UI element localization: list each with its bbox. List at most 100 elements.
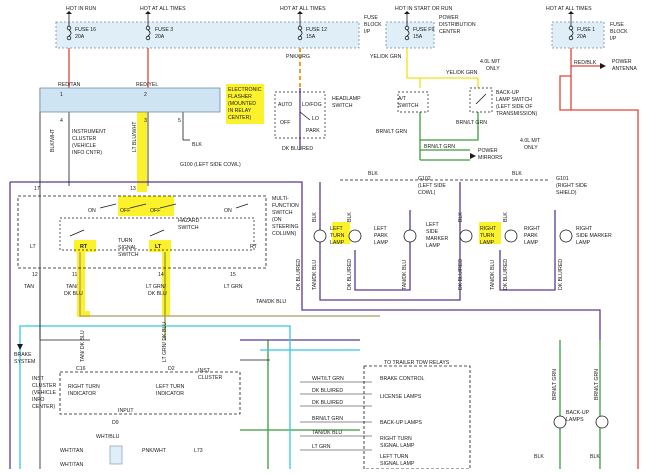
backup-lamp-left-bulb [553,415,567,429]
left-turn-lamp-bulb [313,229,327,243]
ml-only-1-b: ONLY [486,66,500,72]
wire-label-yel-dk-grn-1: YEL/DK GRN [370,54,402,60]
fuse-header-f1: HOT AT ALL TIMES [546,6,592,12]
c16-label: C16 [76,366,86,372]
pin-label-17: 17 [34,186,40,192]
pdc-label-2: DISTRIBUTION [439,22,476,28]
power-antenna-label-1: POWER [612,59,632,65]
trailer-backup-lamps: BACK-UP LAMPS [380,420,423,426]
inst-cluster-left-5: CENTER) [32,404,55,410]
power-antenna-arrow [600,63,606,69]
lamp-blk-2: BLK [347,212,353,222]
headlamp-switch: AUTO LO/FOG OFF LO PARK HEADLAMP SWITCH … [274,91,361,152]
wire-label-lt-grn-dk-blu-b: DK BLU [148,291,167,297]
left-turn-ind-1: LEFT TURN [156,384,185,390]
pin-label-14: 14 [158,272,164,278]
wire-lt-grn-2: LT GRN [312,444,331,450]
mf-label-5: STEERING [272,224,299,230]
pin-label-1: 1 [60,92,63,98]
fuse-label-f12-b: 15A [306,34,316,40]
fuse-header-f12: HOT AT ALL TIMES [280,6,326,12]
fuse-block-right-label-2: BLOCK [610,29,628,35]
right-park-label-3: LAMP [524,240,539,246]
headlamp-auto: AUTO [278,102,292,108]
tan-dk-blu-vert: TAN/ DK BLU [80,330,86,362]
hazard-label-1: HAZARD [178,218,200,224]
wire-tan-dk-blu-v3: TAN/DK BLU [402,260,408,290]
instrument-cluster-label-4: INFO CNTR) [72,150,102,156]
trailer-left-turn-1: LEFT TURN [380,454,409,460]
headlamp-off: OFF [280,120,290,126]
mf-label-2: FUNCTION [272,203,299,209]
pin-label-12: 12 [32,272,38,278]
g102-label-1: G102 [418,176,431,182]
wire-tan-dk-blu-v4: TAN/DK BLU [490,260,496,290]
d2-label: D2 [168,366,175,372]
fuse-label-ff9-a: FUSE F9 [413,27,434,33]
flasher-label-5: CENTER) [228,115,251,121]
trailer-left-turn-2: SIGNAL LAMP [380,461,415,467]
fuse-block-right-label-1: FUSE [610,22,624,28]
mf-label-4: (ON [272,217,282,223]
at-switch: A/T SWITCH [397,91,429,113]
wire-label-red-tan: RED/TAN [58,82,81,88]
highlight-right-turn-lamp [479,222,501,244]
red-wires [68,48,639,469]
g102-blk: BLK [368,171,378,177]
multi-function-switch: ON OFF OFF ON HAZARD SWITCH TURN SIGNAL … [17,195,299,269]
switch-on-1: ON [88,208,96,214]
turn-signal-label-1: TURN [118,238,133,244]
green-wires [240,112,601,469]
ground-g102: BLK G102 (LEFT SIDE COWL) [368,171,446,196]
pin-label-5: 5 [178,118,181,124]
brake-system-1: BRAKE [14,352,32,358]
wire-dk-blu-red-v5: DK BLU/RED [558,259,564,290]
backup-lamps-r-1: BACK-UP [566,410,590,416]
inst-cluster-left-3: (VEHICLE [32,390,56,396]
power-antenna-label-2: ANTENNA [612,66,637,72]
wire-label-tan: TAN [24,284,34,290]
wire-label-blk-wht: BLK/WHT [50,128,56,152]
highlight-layer [74,26,501,317]
trailer-right-turn-1: RIGHT TURN [380,436,412,442]
fuse-label-f1-b: 20A [577,34,587,40]
right-park-label-1: RIGHT [524,226,541,232]
right-turn-label-1: RIGHT [480,226,497,232]
backup-switch-label-1: BACK-UP [496,90,520,96]
backup-lamps-right: BACK-UP LAMPS BRN/LT GRN BRN/LT GRN BLK … [534,369,600,460]
fuse-label-f3-a: FUSE 3 [155,27,173,33]
lamp-blk-4: BLK [503,212,509,222]
ground-label-blk: BLK [192,142,202,148]
ml-only-2-a: 4.0L M/T [520,138,541,144]
g101-blk: BLK [512,171,522,177]
fuse-block-label-3: I/P [364,29,371,35]
wht-tan-label: WHT/TAN [60,448,83,454]
highlight-lt [149,240,171,252]
trailer-brake-control: BRAKE CONTROL [380,376,425,382]
fuse-block-label-1: FUSE [364,15,378,21]
turn-signal-label-3: SWITCH [118,252,139,258]
left-turn-label-3: LAMP [330,240,345,246]
brake-system-2: SYSTEM [14,359,35,365]
mf-label-1: MULTI- [272,196,289,202]
flasher-label-1: ELECTRONIC [228,87,262,93]
ml-only-2-b: ONLY [524,145,538,151]
highlight-rt [74,240,96,252]
backup-switch-label-4: TRANSMISSION) [496,111,537,117]
inst-cluster-lower: BRAKE SYSTEM INST CLUSTER (VEHICLE INFO … [14,322,241,468]
highlight-tan-dk-blu [77,252,85,316]
wire-label-lt-blu-wht: LT BLU/WHT [132,121,138,152]
pin-label-4: 4 [60,118,63,124]
fuse-header-f3: HOT AT ALL TIMES [140,6,186,12]
purple-wires [9,88,601,469]
right-marker-lamp-bulb [559,229,573,243]
switch-off-2: OFF [150,208,160,214]
ground-label-g100: G100 (LEFT SIDE COWL) [180,162,241,168]
right-marker-label-3: LAMP [576,240,591,246]
right-turn-ind-1: RIGHT TURN [68,384,100,390]
wire-dk-blu-red-2: DK BLU/RED [312,388,343,394]
pin-label-3: 3 [144,118,147,124]
ground-g101: BLK G101 (RIGHT SIDE SHIELD) [512,171,588,196]
highlight-left-turn-lamp [332,222,350,244]
